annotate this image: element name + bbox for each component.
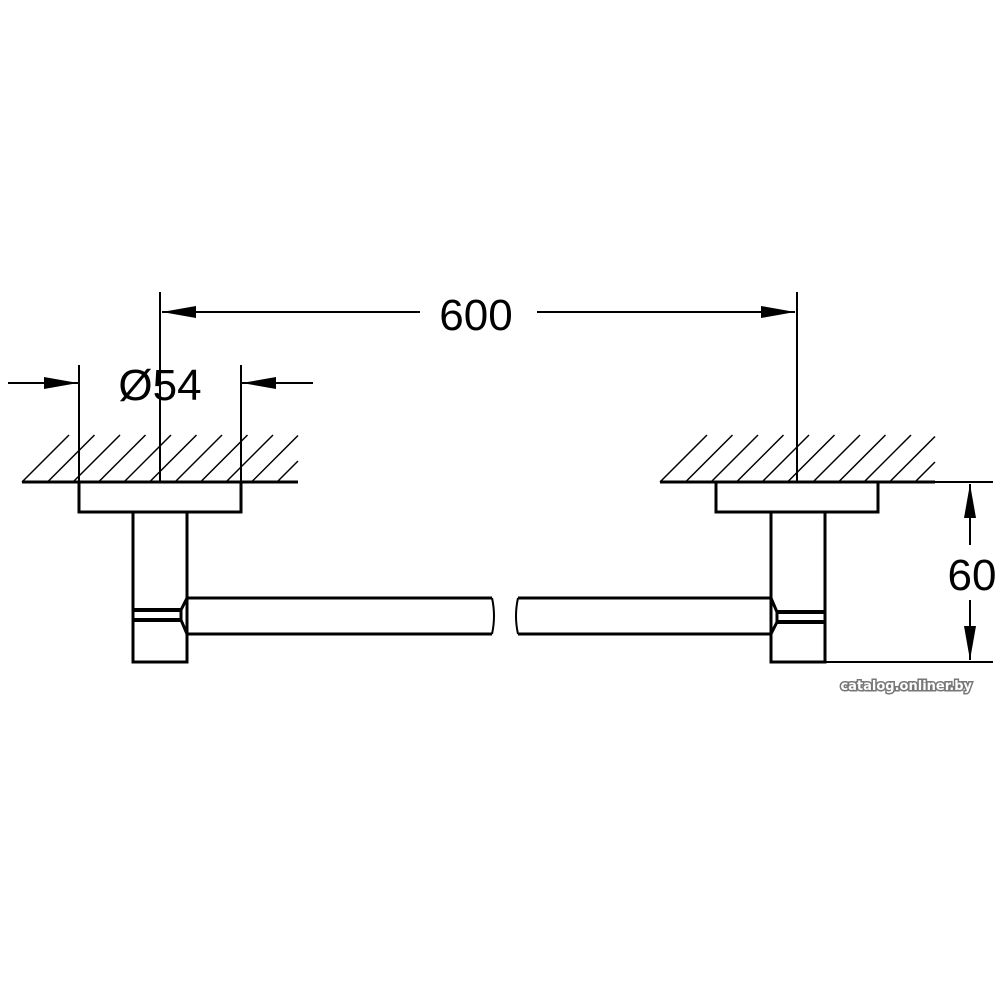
hatch-line <box>786 434 836 483</box>
hatch-line <box>735 434 785 483</box>
hatch-line <box>174 434 223 483</box>
dimension-600 <box>159 292 798 482</box>
hatch-line <box>837 434 887 483</box>
hatch-line <box>761 434 810 483</box>
towel-bar <box>187 596 771 636</box>
hatch-line <box>812 434 861 483</box>
dimension-600-label: 600 <box>439 291 512 340</box>
hatch-line <box>914 461 936 483</box>
right-wall-hatch <box>659 434 936 483</box>
dimension-60-label: 60 <box>948 551 997 600</box>
hatch-line <box>123 434 172 483</box>
hatch-line <box>97 434 147 483</box>
hatch-line <box>21 434 70 483</box>
hatch-line <box>684 434 734 483</box>
hatch-line <box>250 434 299 483</box>
hatch-line <box>659 434 708 483</box>
hatch-line <box>72 434 121 483</box>
hatch-line <box>888 435 936 483</box>
hatch-line <box>199 434 249 483</box>
hatch-line <box>46 434 96 483</box>
left-wall-hatch <box>21 434 299 483</box>
hatch-line <box>276 460 299 483</box>
dimension-60 <box>825 481 993 663</box>
hatch-line <box>863 434 912 483</box>
hatch-line <box>148 434 198 483</box>
dimension-diameter <box>8 365 313 482</box>
hatch-line <box>710 434 759 483</box>
dimension-diameter-label: Ø54 <box>118 361 201 410</box>
watermark: catalog.onliner.by <box>840 679 972 694</box>
hatch-line <box>225 434 274 483</box>
